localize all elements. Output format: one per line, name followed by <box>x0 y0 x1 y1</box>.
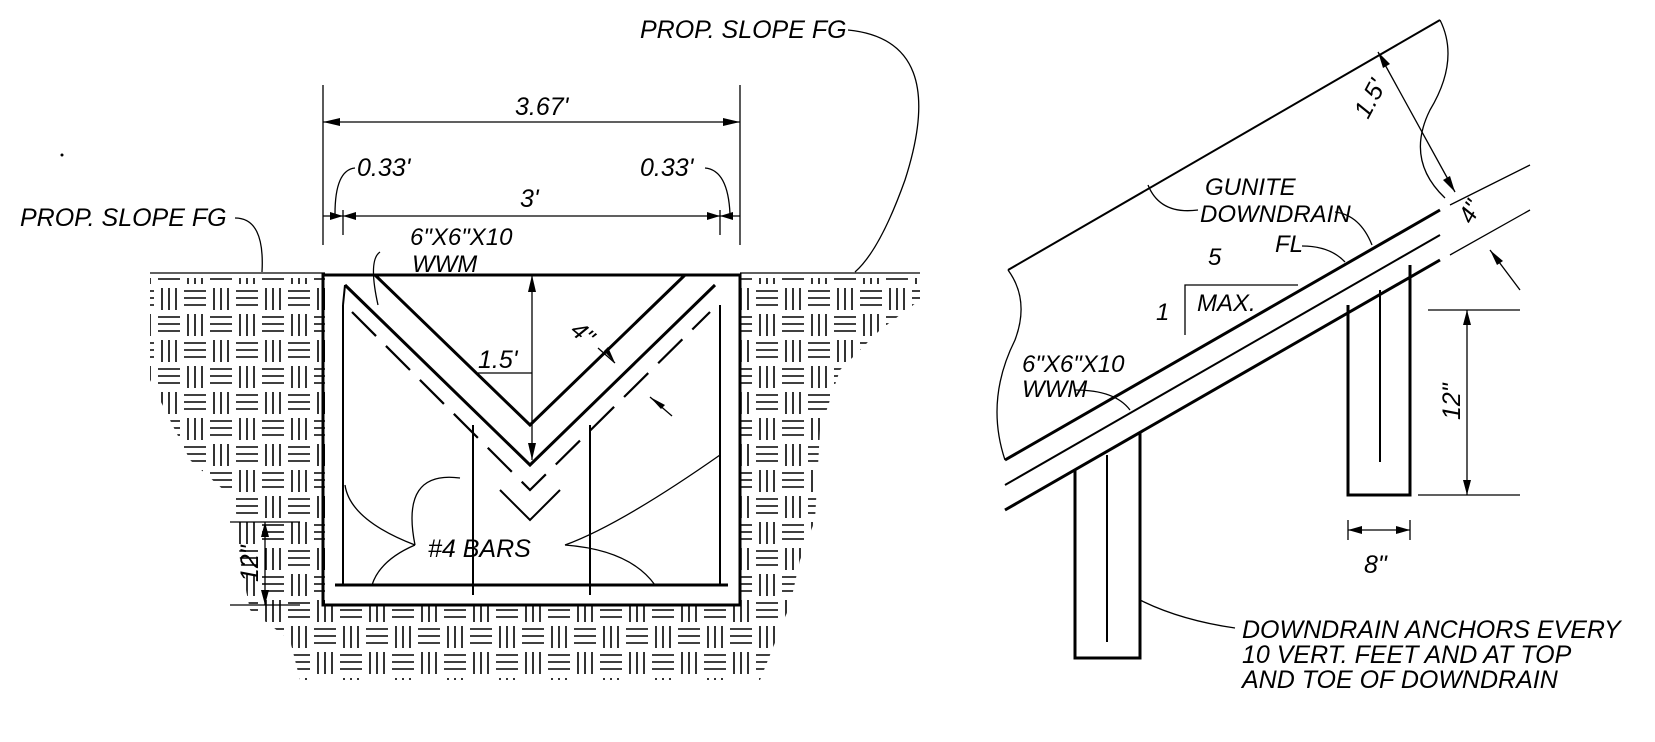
slope-rise: 1 <box>1156 299 1169 326</box>
anchors-note-line1: DOWNDRAIN ANCHORS EVERY <box>1242 616 1623 644</box>
fl-label: FL <box>1275 231 1303 258</box>
dim-depth: 1.5' <box>478 346 519 374</box>
dim-embed-depth: 12" <box>236 544 264 582</box>
slope-label-right: PROP. SLOPE FG <box>640 16 847 44</box>
anchors-note-line3: AND TOE OF DOWNDRAIN <box>1240 666 1559 694</box>
wwm-dashed <box>351 311 711 492</box>
gunite-label-line1: GUNITE <box>1205 174 1297 201</box>
slope-max: MAX. <box>1197 290 1256 317</box>
dim-total-width: 3.67' <box>515 93 570 121</box>
wwm-label-line1: 6"X6"X10 <box>410 224 513 251</box>
dim-anchor-width: 8" <box>1364 551 1388 579</box>
wwm-line <box>1004 234 1441 486</box>
dim-inner-width: 3' <box>520 185 540 213</box>
anchors-note-line2: 10 VERT. FEET AND AT TOP <box>1242 641 1572 669</box>
lining-top <box>343 283 717 468</box>
dim-thickness: 4" <box>1453 195 1488 228</box>
downdrain-top <box>1004 208 1441 462</box>
lining-inner <box>373 273 687 428</box>
wwm-label-line2: WWM <box>412 251 477 278</box>
slope-run: 5 <box>1208 244 1222 271</box>
slope-surface <box>1007 19 1441 271</box>
gunite-label-line2: DOWNDRAIN <box>1200 201 1351 228</box>
downdrain-bottom <box>1004 258 1441 512</box>
anchor-right <box>1346 265 1412 497</box>
right-section: 1.5' 4" GUNITE DOWNDRAIN FL 5 1 MAX. 6"X… <box>996 19 1623 694</box>
dim-slope-depth: 1.5' <box>1349 74 1393 123</box>
left-section: 3.67' 3' 0.33' 0.33' PROP. SLOPE FG PROP… <box>20 16 920 680</box>
dim-anchor-depth: 12" <box>1438 382 1466 420</box>
dim-right-thickness: 0.33' <box>640 154 695 182</box>
wwm-label-line1: 6"X6"X10 <box>1022 351 1125 378</box>
anchor-left <box>1073 433 1142 660</box>
slope-label-left: PROP. SLOPE FG <box>20 204 227 232</box>
dim-left-thickness: 0.33' <box>357 154 412 182</box>
bars-label: #4 BARS <box>428 535 531 563</box>
